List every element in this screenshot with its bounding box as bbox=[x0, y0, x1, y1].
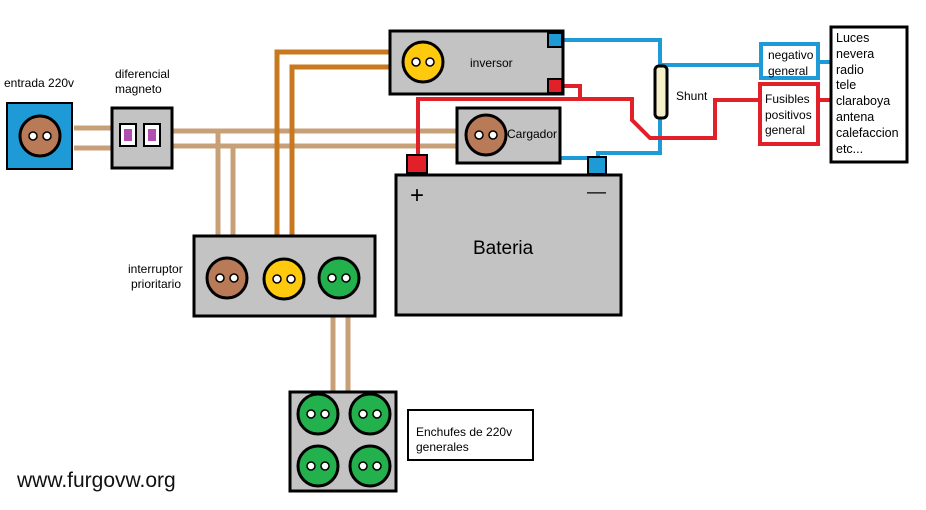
shunt-icon bbox=[653, 64, 669, 120]
enchufes-label: Enchufes de 220v bbox=[416, 425, 513, 439]
shunt-label: Shunt bbox=[676, 89, 708, 103]
interruptor-brown-socket-icon bbox=[205, 256, 249, 300]
bateria-minus-label: — bbox=[587, 182, 606, 203]
enchufe-socket-icon bbox=[296, 392, 340, 436]
inversor-socket-icon bbox=[401, 40, 445, 84]
diferencial-label: diferencial bbox=[115, 67, 170, 81]
consumer-item: calefaccion bbox=[836, 125, 899, 140]
bateria-plus-label: + bbox=[410, 182, 425, 209]
inversor-box bbox=[388, 29, 565, 96]
consumer-item: radio bbox=[836, 62, 864, 77]
watermark: www.furgovw.org bbox=[17, 469, 176, 492]
enchufe-socket-icon bbox=[296, 444, 340, 488]
negativo-general-label: general bbox=[768, 64, 809, 78]
interruptor-label: interruptor bbox=[128, 262, 183, 276]
consumer-item: etc... bbox=[836, 141, 864, 156]
consumers-box bbox=[829, 25, 909, 164]
cargador-socket-icon bbox=[464, 113, 508, 157]
cargador-box bbox=[455, 106, 562, 165]
bateria-negative-terminal bbox=[587, 156, 607, 175]
consumer-item: nevera bbox=[836, 46, 875, 61]
enchufe-socket-icon bbox=[348, 444, 392, 488]
enchufe-socket-icon bbox=[348, 392, 392, 436]
enchufes-generales-label: generales bbox=[416, 440, 469, 454]
consumer-item: Luces bbox=[836, 31, 870, 45]
fusibles-label: Fusibles bbox=[765, 92, 810, 106]
bateria-box bbox=[394, 154, 623, 317]
bateria-positive-terminal bbox=[406, 154, 428, 174]
inverter-ac-wires bbox=[274, 49, 390, 238]
interruptor-yellow-socket-icon bbox=[262, 257, 306, 301]
entrada-socket-icon bbox=[18, 114, 62, 158]
interruptor-box bbox=[192, 234, 377, 318]
fusibles-general-label: general bbox=[765, 123, 806, 137]
negativo-label: negativo bbox=[768, 48, 814, 62]
enchufes-box bbox=[288, 390, 398, 493]
diferencial-box bbox=[110, 106, 174, 170]
inversor-label: inversor bbox=[470, 56, 513, 70]
bateria-label: Bateria bbox=[473, 238, 534, 259]
negativo-general-box bbox=[759, 42, 820, 80]
inversor-negative-terminal bbox=[547, 32, 563, 48]
cargador-label: Cargador bbox=[507, 127, 558, 141]
prioritario-label: prioritario bbox=[131, 277, 182, 291]
positivos-label: positivos bbox=[765, 108, 812, 122]
consumer-item: claraboya bbox=[836, 94, 891, 109]
consumers-list: Luces nevera radio tele claraboya antena… bbox=[836, 31, 899, 157]
consumer-item: antena bbox=[836, 109, 875, 124]
interruptor-green-socket-icon bbox=[317, 256, 361, 300]
entrada-label: entrada 220v bbox=[4, 76, 75, 90]
magneto-label: magneto bbox=[115, 82, 162, 96]
inversor-positive-terminal bbox=[547, 78, 563, 94]
fusibles-box bbox=[758, 82, 820, 146]
ac-wires bbox=[74, 125, 460, 392]
entrada-box bbox=[6, 102, 73, 170]
enchufes-label-box bbox=[407, 409, 534, 461]
consumer-item: tele bbox=[836, 78, 857, 93]
